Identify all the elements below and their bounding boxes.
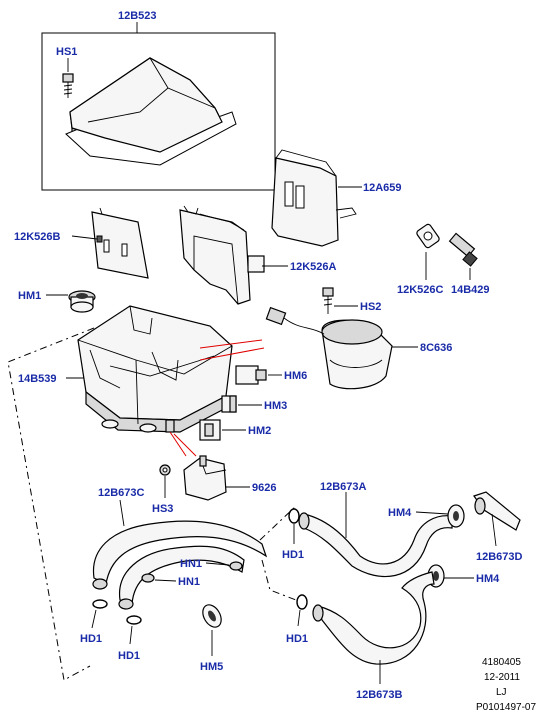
hose-12B673B	[312, 571, 435, 665]
grommet-HM1	[68, 290, 96, 313]
label-HM1: HM1	[18, 290, 41, 302]
clip-HD1-left	[92, 599, 108, 609]
label-14B539: 14B539	[18, 373, 57, 385]
label-12B673A: 12B673A	[320, 481, 367, 493]
clip-HD1-mid	[288, 508, 300, 524]
label-HM6: HM6	[284, 370, 307, 382]
sensor-12K526C	[416, 223, 440, 249]
footer-date: 12-2011	[484, 672, 520, 683]
label-12K526C: 12K526C	[397, 284, 444, 296]
label-12B523: 12B523	[118, 10, 157, 22]
hose-12B673A	[298, 512, 453, 578]
cover-12B523	[65, 57, 237, 166]
label-12A659: 12A659	[363, 182, 402, 194]
hose-12B673C	[92, 520, 268, 610]
accent-line-1	[199, 339, 263, 349]
label-HM4-top: HM4	[388, 507, 412, 519]
housing-12K526A	[179, 205, 265, 305]
label-HS1: HS1	[56, 46, 77, 58]
footer-initials: LJ	[496, 687, 507, 698]
box-14B539	[77, 305, 233, 433]
switch-14B429	[448, 232, 478, 267]
screw-HS1	[62, 73, 74, 98]
label-HN1-a: HN1	[180, 558, 202, 570]
accent-line-4	[173, 433, 197, 457]
nut-HN1-b	[141, 573, 155, 583]
nut-HN1-a	[229, 561, 243, 571]
label-HM2: HM2	[248, 425, 271, 437]
accent-line-3	[169, 431, 187, 457]
label-HS2: HS2	[360, 301, 381, 313]
label-HD1-lower: HD1	[286, 633, 308, 645]
grommet-HM4-top	[447, 504, 465, 528]
label-HN1-b: HN1	[178, 576, 200, 588]
label-12B673D: 12B673D	[476, 551, 523, 563]
grommet-HM5	[202, 604, 222, 628]
relay-9626	[183, 455, 227, 501]
accent-line-2	[199, 347, 265, 361]
screw-HS2	[322, 287, 334, 314]
label-9626: 9626	[252, 482, 276, 494]
label-HM4-bottom: HM4	[476, 573, 500, 585]
label-12K526B: 12K526B	[14, 231, 61, 243]
connection-line-2	[261, 559, 297, 601]
label-12B673B: 12B673B	[356, 689, 403, 701]
clip-HD1-left2	[126, 615, 142, 625]
label-HD1-left: HD1	[80, 633, 102, 645]
relay-HM6	[235, 365, 267, 385]
label-HD1-mid: HD1	[282, 549, 304, 561]
label-HD1-left2: HD1	[118, 650, 140, 662]
nut-HS3	[159, 464, 171, 476]
bracket-HM2	[199, 419, 221, 441]
label-HM5: HM5	[200, 661, 223, 673]
cover-inset-box	[41, 32, 276, 191]
panel-12K526B	[91, 207, 149, 279]
label-HS3: HS3	[152, 503, 173, 515]
label-14B429: 14B429	[451, 284, 490, 296]
bracket-HM3	[221, 395, 237, 413]
footer-code: 4180405	[482, 657, 521, 668]
elbow-12B673D	[473, 491, 521, 531]
label-HM3: HM3	[264, 400, 287, 412]
label-12B673C: 12B673C	[98, 487, 145, 499]
bracket-12A659	[271, 149, 357, 247]
label-12K526A: 12K526A	[290, 261, 337, 273]
label-8C636: 8C636	[420, 342, 452, 354]
module-8C636	[265, 306, 393, 390]
footer-ref: P0101497-07	[476, 702, 536, 713]
clip-HD1-lower	[296, 594, 308, 610]
boundary-dashdot	[7, 327, 95, 681]
